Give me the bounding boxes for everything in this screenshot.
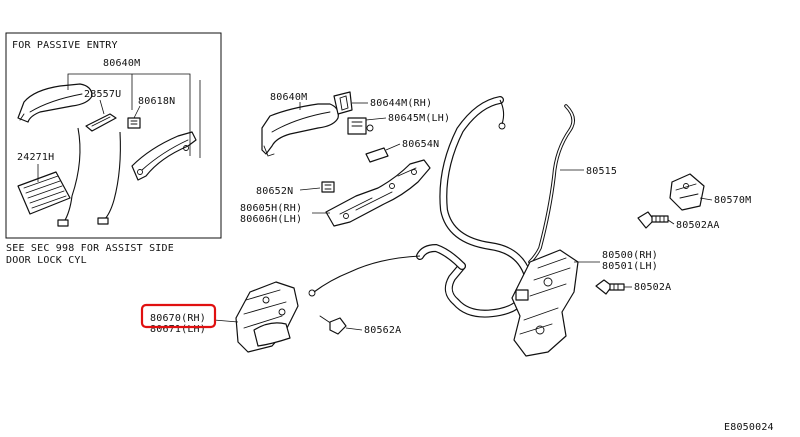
lock-rod xyxy=(528,104,575,264)
label-80515: 80515 xyxy=(586,166,617,177)
inset-handle-frame xyxy=(131,131,197,181)
inner-cable xyxy=(313,255,421,293)
inset-wire-2 xyxy=(103,131,121,221)
label-80570m: 80570M xyxy=(714,195,751,206)
inset-outer-handle xyxy=(17,83,93,123)
label-80640m: 80640M xyxy=(270,92,307,103)
actuator-bolt xyxy=(595,279,625,295)
inset-pad xyxy=(17,171,71,215)
label-80654n: 80654N xyxy=(402,139,439,150)
label-80500: 80500(RH) xyxy=(602,250,658,261)
inset-label-80618n: 80618N xyxy=(138,96,175,107)
label-80501: 80501(LH) xyxy=(602,261,658,272)
inside-handle-screw xyxy=(319,315,347,335)
note-line-2: DOOR LOCK CYL xyxy=(6,255,87,266)
inset-connector xyxy=(127,117,141,129)
diagram-code: E8050024 xyxy=(724,422,774,433)
inset-plug-2 xyxy=(97,217,109,225)
inset-plug-1 xyxy=(57,219,69,227)
inset-label-28557u: 28557U xyxy=(84,89,121,100)
label-80606h: 80606H(LH) xyxy=(240,214,302,225)
label-80671: 80671(LH) xyxy=(150,324,206,335)
clip xyxy=(321,181,335,193)
inset-label-80640m: 80640M xyxy=(103,58,140,69)
lock-cylinder-body xyxy=(347,117,374,135)
inset-label-24271h: 24271H xyxy=(17,152,54,163)
inset-wire-1 xyxy=(63,127,81,223)
inset-title: FOR PASSIVE ENTRY xyxy=(12,40,118,51)
inset-frame xyxy=(5,32,222,239)
handle-bracket xyxy=(325,159,431,227)
highlight-80670 xyxy=(140,303,217,329)
label-80502aa: 80502AA xyxy=(676,220,720,231)
label-80502a: 80502A xyxy=(634,282,671,293)
outside-handle xyxy=(261,103,339,157)
striker-bolt xyxy=(637,211,669,229)
inside-handle xyxy=(235,281,299,353)
rod-holder xyxy=(365,147,389,163)
inset-sensor xyxy=(85,113,117,132)
label-80605h: 80605H(RH) xyxy=(240,203,302,214)
label-80562a: 80562A xyxy=(364,325,401,336)
door-lock-actuator xyxy=(511,249,579,357)
note-line-1: SEE SEC 998 FOR ASSIST SIDE xyxy=(6,243,174,254)
label-80645m: 80645M(LH) xyxy=(388,113,450,124)
striker xyxy=(669,173,705,211)
handle-cap xyxy=(333,91,353,115)
label-80670: 80670(RH) xyxy=(150,313,206,324)
label-80652n: 80652N xyxy=(256,186,293,197)
label-80644m: 80644M(RH) xyxy=(370,98,432,109)
